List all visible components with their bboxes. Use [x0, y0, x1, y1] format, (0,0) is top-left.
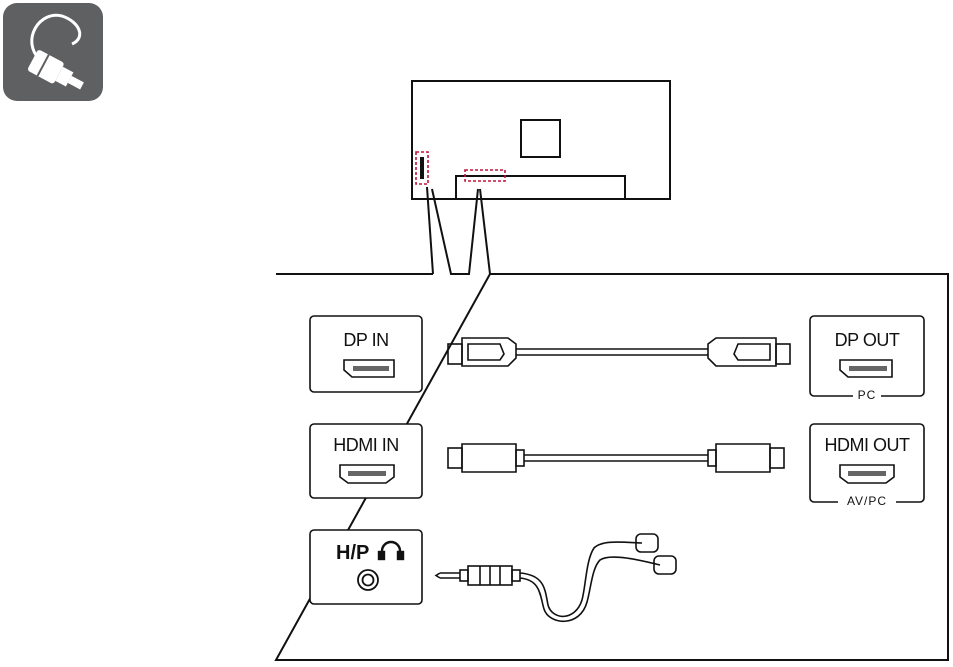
headphone-icon [377, 540, 405, 561]
headphone-splitter-cable [434, 533, 677, 623]
hdmi-out-device: HDMI OUT AV/PC [809, 423, 925, 508]
hdmi-cable [447, 443, 785, 473]
dp-out-label: DP OUT [835, 330, 900, 350]
hdmi-in-port: HDMI IN [309, 423, 423, 499]
stand-mount [520, 119, 561, 158]
leader-lines [426, 186, 491, 275]
displayport-cable [447, 337, 791, 367]
headphone-port-slot [420, 157, 424, 179]
port-panel-outline [455, 175, 626, 199]
hdmi-out-label: HDMI OUT [825, 435, 910, 455]
bottom-port-highlight [464, 169, 506, 182]
hdmi-in-label: HDMI IN [333, 435, 399, 455]
cable-connection-icon [3, 3, 103, 101]
hdmi-out-sublabel: AV/PC [847, 494, 887, 508]
dp-out-device: DP OUT PC [809, 315, 925, 402]
hp-label: H/P [336, 542, 369, 564]
dp-in-label: DP IN [343, 330, 388, 350]
monitor-rear-view [411, 80, 671, 200]
headphone-port: H/P [309, 529, 423, 605]
dp-out-sublabel: PC [858, 388, 877, 402]
side-port-highlight [415, 151, 429, 185]
dp-in-port: DP IN [309, 315, 423, 393]
